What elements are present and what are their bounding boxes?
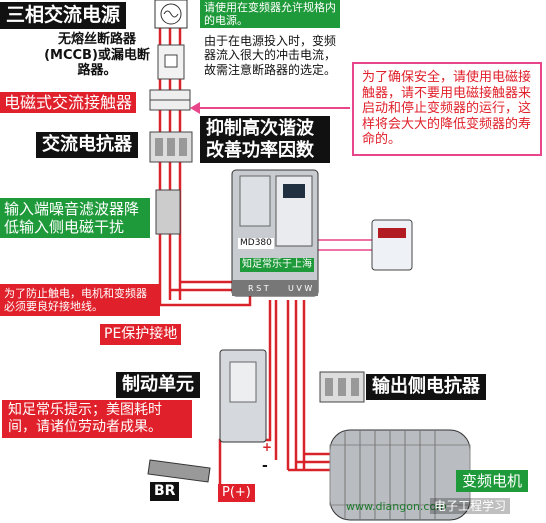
breaker-icon — [157, 44, 185, 80]
input-reactor-label: 交流电抗器 — [36, 132, 138, 158]
harmonic-label: 抑制高次谐波改善功率因数 — [200, 116, 330, 164]
motor-icon — [329, 429, 471, 521]
brand-watermark: 电子工程学习 — [430, 498, 511, 515]
contactor-note: 为了确保安全，请使用电磁接触器，请不要用电磁接触器来启动和停止变频器的运行，这样… — [352, 62, 542, 156]
power-label: 三相交流电源 — [0, 2, 127, 29]
motor-label: 变频电机 — [456, 470, 529, 492]
inverter-model: MD380 — [238, 238, 274, 249]
brake-unit-label: 制动单元 — [116, 372, 200, 398]
center-watermark: 知足常乐于上海 — [240, 258, 314, 272]
inverter-icon — [231, 169, 319, 297]
p-plus-label: P(+) — [218, 484, 255, 502]
output-reactor-icon — [319, 371, 365, 403]
pe-label: PE保护接地 — [100, 324, 182, 345]
contactor-label: 电磁式交流接触器 — [0, 92, 137, 114]
control-lines — [318, 239, 372, 251]
breaker-label: 无熔丝断路器(MCCB)或漏电断路器。 — [44, 32, 150, 79]
contactor-icon — [149, 89, 191, 111]
credit-note: 知足常乐提示；美图耗时间，请诸位劳动者成果。 — [2, 400, 192, 438]
brake-resistor-icon — [147, 459, 211, 483]
minus-sign: - — [262, 458, 268, 474]
site-watermark: www.diangon.com — [346, 500, 447, 513]
output-terminals: U V W — [288, 284, 313, 293]
power-source-icon — [154, 0, 188, 29]
breaker-note: 由于在电源投入时，变频器流入很大的冲击电流，故需注意断路器的选定。 — [203, 34, 336, 77]
input-terminals: R S T — [248, 284, 269, 293]
arrow-to-contactor — [190, 102, 350, 114]
top-note: 请使用在变频器允许规格内的电源。 — [200, 0, 340, 29]
output-reactor-label: 输出侧电抗器 — [366, 374, 486, 400]
filter-label: 输入端噪音滤波器降低输入侧电磁干扰 — [0, 198, 150, 238]
br-label: BR — [150, 482, 180, 501]
filter-icon — [155, 189, 181, 235]
brake-unit-icon — [219, 349, 267, 443]
ground-note: 为了防止触电，电机和变频器必须要良好接地线。 — [0, 284, 160, 317]
control-panel-icon — [371, 219, 413, 271]
plus-sign: + — [262, 440, 273, 454]
input-reactor-icon — [149, 131, 193, 163]
